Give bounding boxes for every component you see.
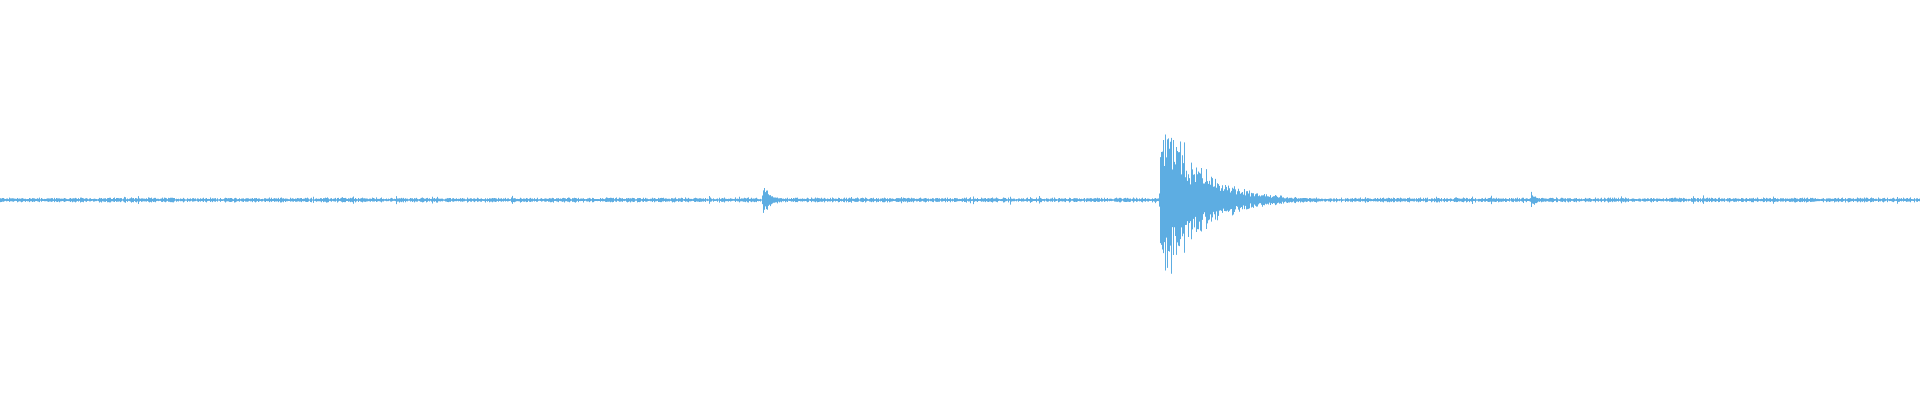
waveform-path [0,134,1920,274]
waveform-trace [0,134,1920,274]
